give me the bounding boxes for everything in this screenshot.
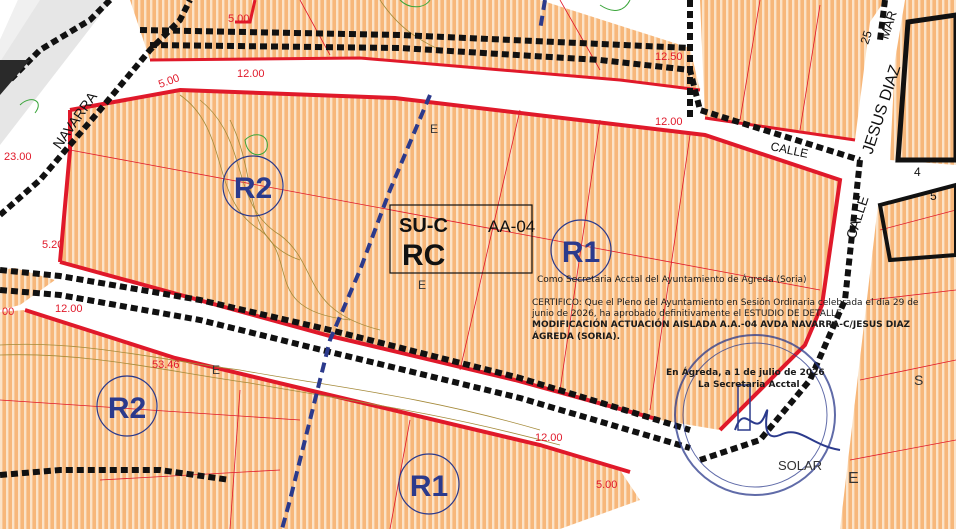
letter-e-solar: E xyxy=(848,470,859,487)
certificate-line-3: junio de 2026, ha aprobado definitivamen… xyxy=(532,309,842,319)
dim-1250: 12.50 xyxy=(655,51,683,63)
zone-circle-r1-center xyxy=(550,219,612,281)
zone-class: RC xyxy=(402,239,445,272)
top-right-block xyxy=(700,0,885,140)
red-boundary-main xyxy=(69,87,843,432)
navarra-road xyxy=(0,0,112,145)
lower-block xyxy=(0,310,640,529)
official-stamp xyxy=(674,334,836,496)
certificate-line-5: ÁGREDA (SORIA). xyxy=(532,332,621,342)
letter-e-bottom-left: E xyxy=(212,363,220,377)
green-outlines xyxy=(19,0,631,156)
certificate-line-4: MODIFICACIÓN ACTUACIÓN AISLADA A.A.-04 A… xyxy=(532,320,911,330)
street-number-25: 25 xyxy=(858,29,876,46)
dim-00: 00 xyxy=(2,306,14,318)
zone-circle-r1-bottom xyxy=(398,453,460,515)
label-solar: SOLAR xyxy=(778,458,822,473)
dim-520: 5.20 xyxy=(42,239,63,251)
dim-1200-left: 12.00 xyxy=(237,68,265,80)
dim-1200-right: 12.00 xyxy=(655,116,683,128)
dim-1200-bottom: 12.00 xyxy=(535,432,563,444)
dim-2300: 23.00 xyxy=(4,151,32,163)
zone-label-r2-upper: R2 xyxy=(234,172,272,205)
zone-circle-r2-upper xyxy=(222,155,284,217)
dim-1200-lower: 12.00 xyxy=(55,303,83,315)
dim-5346: 53.46 xyxy=(152,359,180,371)
right-block xyxy=(840,185,956,529)
certificate-line-2: CERTIFICO: Que el Pleno del Ayuntamiento… xyxy=(532,298,919,308)
contour-lines xyxy=(0,0,561,446)
street-alignment-lines xyxy=(0,0,888,483)
red-boundary-upper xyxy=(149,56,701,92)
letter-e-top: E xyxy=(430,122,438,136)
zone-label-r1-center: R1 xyxy=(562,236,600,269)
main-block xyxy=(60,90,840,430)
letter-s-right: S xyxy=(914,372,923,388)
dim-top-500: 5.00 xyxy=(228,13,249,25)
zone-code: SU-C xyxy=(399,215,448,237)
zone-label-r2-lower: R2 xyxy=(108,392,146,425)
blue-division-line xyxy=(280,94,432,529)
street-number-5: 5 xyxy=(930,189,937,203)
certificate-signatory: La Secretaria Acctal xyxy=(698,380,800,390)
zone-circle-r2-lower xyxy=(96,375,158,437)
certificate-line-1: Como Secretaria Acctal del Ayuntamiento … xyxy=(537,275,807,285)
certificate-place-date: En Ágreda, a 1 de julio de 2026 xyxy=(666,368,825,378)
upper-block xyxy=(130,0,700,90)
zone-label-r1-bottom: R1 xyxy=(410,470,448,503)
letter-e-mid: E xyxy=(418,278,426,292)
action-area-code: AA-04 xyxy=(488,217,535,236)
dim-500-bottom: 5.00 xyxy=(596,479,617,491)
red-boundary-lower xyxy=(24,308,631,474)
su-c-label-box xyxy=(389,204,533,274)
street-number-4: 4 xyxy=(914,165,921,179)
